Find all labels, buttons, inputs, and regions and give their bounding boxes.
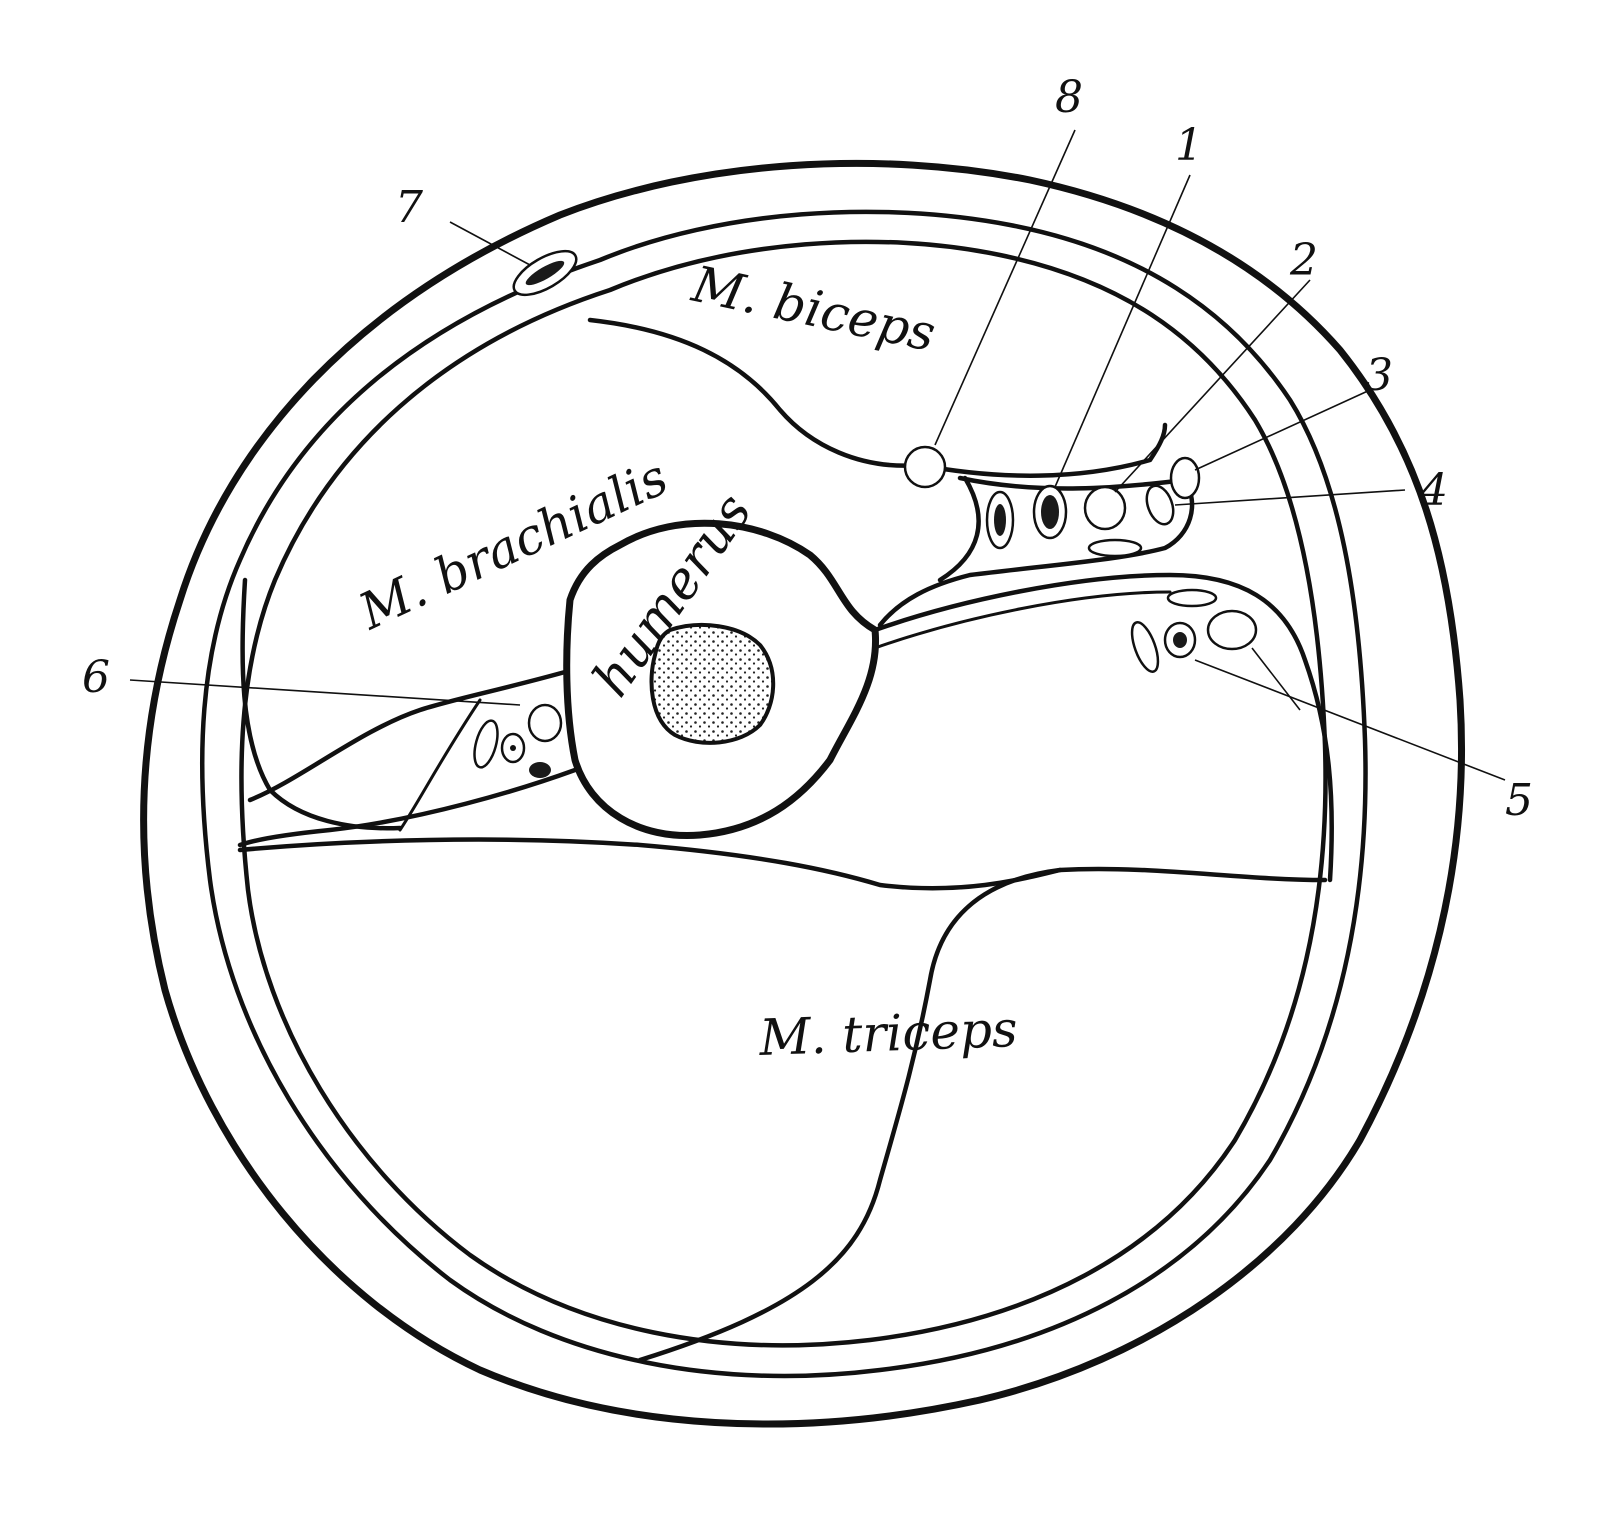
vessel-7 xyxy=(512,249,578,297)
triceps-label: M. triceps xyxy=(757,1000,1018,1067)
triceps-upper-boundary xyxy=(237,837,1328,891)
neurovascular-bundle-posterior xyxy=(1130,588,1258,673)
fascia-outer xyxy=(199,209,1368,1379)
lateral-septum-inner xyxy=(873,590,1172,650)
callout-6: 6 xyxy=(82,652,110,703)
neurovascular-bundle-medial xyxy=(473,703,563,778)
callout-8: 8 xyxy=(1055,72,1083,123)
bone-marrow xyxy=(649,623,776,745)
callout-3: 3 xyxy=(1365,350,1393,401)
humerus-bone xyxy=(563,519,880,840)
callout-2: 2 xyxy=(1289,235,1318,286)
fascia-inner xyxy=(239,239,1328,1348)
callout-7: 7 xyxy=(395,182,423,233)
callout-1: 1 xyxy=(1175,120,1203,171)
medial-compartment xyxy=(398,698,482,832)
brachialis-lower-boundary xyxy=(240,577,403,831)
leader-lines xyxy=(129,129,1506,781)
callout-5: 5 xyxy=(1505,775,1533,826)
callout-4: 4 xyxy=(1419,465,1448,516)
vessel-8 xyxy=(903,445,947,489)
neurovascular-bundle-anterior xyxy=(985,456,1201,558)
lateral-septum xyxy=(872,572,1334,883)
biceps-label: M. biceps xyxy=(687,255,941,363)
neurovascular-compartment xyxy=(877,475,1195,628)
triceps-heads-septum xyxy=(637,867,1063,1363)
skin-outline xyxy=(140,159,1466,1428)
